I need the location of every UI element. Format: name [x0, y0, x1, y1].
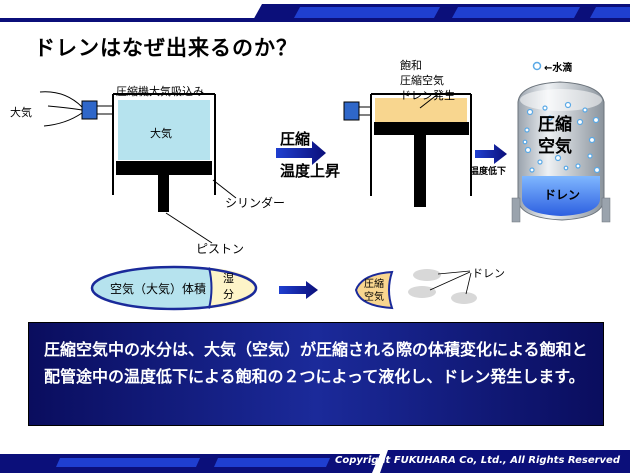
- piston-rod-left: [158, 175, 169, 212]
- intake-label: 圧縮機大気吸込み: [116, 85, 204, 98]
- drain-formation-diagram: [39, 61, 611, 311]
- receiver-tank: [511, 81, 611, 223]
- piston-label: ピストン: [196, 242, 245, 256]
- droplet-legend-icon: [532, 61, 542, 71]
- moisture-line1: 湿: [223, 272, 234, 285]
- saturated-air-label: 飽和 圧縮空気 ドレン発生: [400, 58, 455, 103]
- cylinder-middle: [370, 93, 472, 207]
- compressed-line2: 空気: [364, 292, 384, 303]
- temperature-rise-label: 温度上昇: [280, 162, 341, 180]
- page-title: ドレンはなぜ出来るのか？: [34, 36, 298, 60]
- compressed-air-shape: [354, 270, 394, 310]
- compressed-line1: 圧縮: [364, 279, 384, 290]
- moisture-label: 湿 分: [223, 271, 234, 303]
- saturated-label-line3: ドレン発生: [400, 89, 455, 102]
- cylinder-label: シリンダー: [225, 196, 286, 210]
- air-in-label: 大気: [10, 106, 32, 119]
- intake-pipe-middle: [358, 106, 372, 116]
- cylinder-content-label: 大気: [150, 127, 172, 140]
- intake-valve: [81, 100, 98, 120]
- water-droplets: [522, 101, 601, 174]
- middle-label-leader: [419, 93, 439, 109]
- moisture-line2: 分: [223, 288, 234, 301]
- compressed-air-label: 圧縮 空気: [364, 278, 384, 304]
- cylinder-leader: [212, 179, 237, 199]
- cylinder-left: [112, 93, 216, 212]
- drain-label-bottom: ドレン: [472, 267, 505, 280]
- description-box: [28, 322, 604, 426]
- tank-air-line1: 圧縮: [538, 115, 572, 135]
- drain-leaders: [429, 270, 472, 295]
- piston-head-middle: [374, 122, 469, 135]
- tank-air-line2: 空気: [538, 137, 572, 157]
- intake-valve-middle: [343, 101, 360, 121]
- cooling-arrow: [475, 144, 507, 164]
- compression-label: 圧縮: [280, 130, 311, 148]
- tank-air-label: 圧縮 空気: [538, 114, 572, 158]
- drain-ellipses: [408, 269, 477, 304]
- droplet-legend-label: ←水滴: [544, 63, 573, 74]
- volume-change-arrow: [279, 281, 318, 299]
- top-banner: [0, 0, 630, 22]
- intake-pipe: [96, 105, 114, 115]
- copyright-text: Copyright FUKUHARA Co, Ltd., All Rights …: [335, 455, 620, 466]
- compression-arrow: [276, 141, 326, 165]
- air-intake-lines: [39, 91, 83, 127]
- air-volume-ellipse: [90, 265, 258, 311]
- volume-label: 空気（大気）体積: [110, 282, 207, 296]
- piston-head-left: [116, 161, 212, 175]
- saturated-label-line2: 圧縮空気: [400, 74, 444, 87]
- piston-leader: [165, 212, 213, 244]
- temperature-drop-label: 温度低下: [470, 167, 507, 177]
- tank-drain-label: ドレン: [544, 188, 581, 202]
- footer-banner: [0, 450, 630, 473]
- saturated-label-line1: 飽和: [400, 59, 422, 72]
- description-text: 圧縮空気中の水分は、大気（空気）が圧縮される際の体積変化による飽和と配管途中の温…: [44, 340, 588, 386]
- piston-rod-middle: [414, 135, 426, 207]
